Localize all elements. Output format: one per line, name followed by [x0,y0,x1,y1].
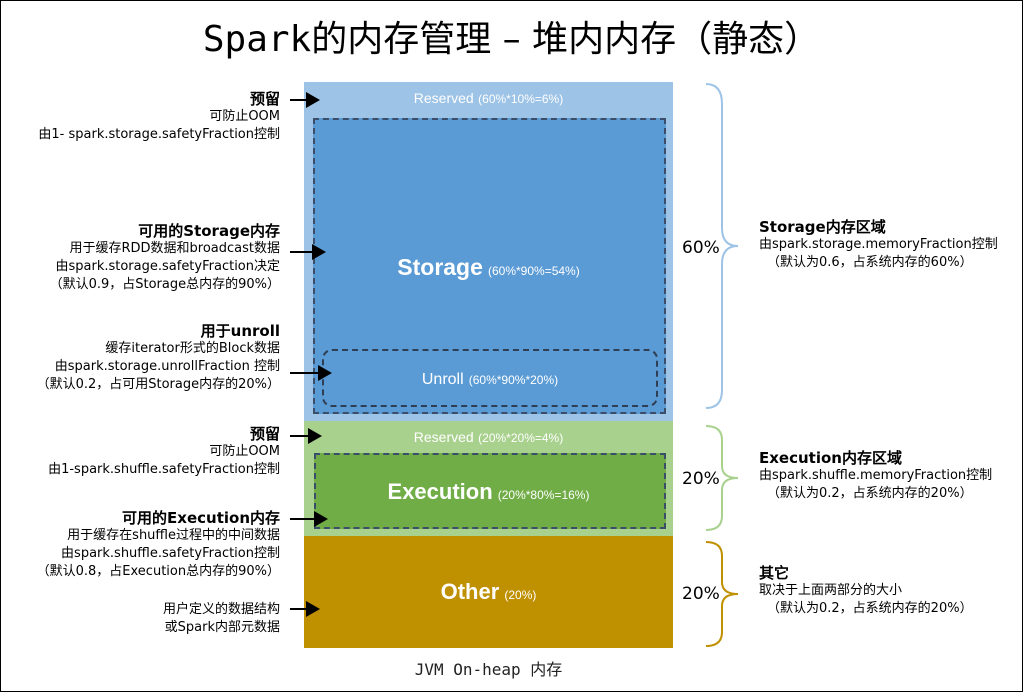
execution-reserved-annotation: 预留 可防止OOM 由1-spark.shuffle.safetyFractio… [48,425,280,479]
other-region-annotation-head: 其它 [759,564,790,582]
execution-region-annotation-line1: 由spark.shuffle.memoryFraction控制 [759,468,993,483]
execution-label: Execution (20%*80%=16%) [304,479,673,505]
footer-caption: JVM On-heap 内存 [414,660,563,679]
other-annotation-line2: 或Spark内部元数据 [164,620,280,635]
unroll-label: Unroll (60%*90%*20%) [322,369,658,389]
other-percentage: 20% [682,584,720,604]
storage-region-annotation: Storage内存区域 由spark.storage.memoryFractio… [759,218,998,272]
storage-usable-annotation-line2: 由spark.storage.safetyFraction决定 [55,259,280,274]
unroll-name: Unroll [421,371,464,388]
execution-reserved-label: Reserved (20%*20%=4%) [304,429,673,446]
other-name: Other [440,579,500,604]
other-region-block [304,536,673,648]
unroll-annotation-head: 用于unroll [200,322,280,340]
other-label: Other (20%) [304,579,673,605]
other-annotation-line1: 用户定义的数据结构 [162,602,280,617]
other-region-annotation-line2: （默认为0.2，占系统内存的20%） [767,601,973,616]
brace-execution [705,425,739,531]
other-region-annotation-line1: 取决于上面两部分的大小 [759,583,903,598]
storage-label: Storage (60%*90%=54%) [304,254,673,281]
storage-reserved-name: Reserved [413,90,474,106]
storage-percentage: 60% [682,238,720,258]
execution-usable-annotation-head: 可用的Execution内存 [122,509,280,527]
storage-reserved-annotation-head: 预留 [249,90,280,108]
execution-usable-annotation-line1: 用于缓存在shuffle过程中的中间数据 [67,528,280,543]
storage-reserved-label: Reserved (60%*10%=6%) [304,90,673,107]
storage-usable-block [313,118,666,414]
storage-formula: (60%*90%=54%) [488,264,580,278]
storage-region-annotation-line2: （默认为0.6，占系统内存的60%） [767,255,973,270]
execution-reserved-formula: (20%*20%=4%) [478,431,564,445]
storage-usable-annotation: 可用的Storage内存 用于缓存RDD数据和broadcast数据 由spar… [50,222,280,294]
storage-region-annotation-head: Storage内存区域 [759,218,886,236]
storage-usable-annotation-head: 可用的Storage内存 [138,222,280,240]
execution-usable-annotation: 可用的Execution内存 用于缓存在shuffle过程中的中间数据 由spa… [37,509,280,581]
brace-other [705,541,739,647]
other-formula: (20%) [504,588,537,602]
storage-usable-annotation-line1: 用于缓存RDD数据和broadcast数据 [69,241,280,256]
other-annotation: 用户定义的数据结构 或Spark内部元数据 [163,601,280,637]
execution-name: Execution [387,479,493,504]
unroll-annotation-line1: 缓存iterator形式的Block数据 [105,341,280,356]
title-rest: 的内存管理 – 堆内内存（静态） [311,19,821,60]
title-spark: Spark [202,19,312,60]
execution-reserved-annotation-line2: 由1-spark.shuffle.safetyFraction控制 [48,462,280,477]
slide-title: Spark的内存管理 – 堆内内存（静态） [0,10,1023,62]
storage-reserved-annotation: 预留 可防止OOM 由1- spark.storage.safetyFracti… [38,90,280,144]
execution-usable-annotation-line3: （默认0.8，占Execution总内存的90%） [36,564,280,579]
storage-name: Storage [397,254,483,280]
execution-usable-annotation-line2: 由spark.shuffle.safetyFraction控制 [61,546,280,561]
unroll-annotation: 用于unroll 缓存iterator形式的Block数据 由spark.sto… [37,322,280,394]
execution-formula: (20%*80%=16%) [497,488,590,502]
execution-reserved-annotation-line1: 可防止OOM [209,444,280,459]
execution-region-annotation: Execution内存区域 由spark.shuffle.memoryFract… [759,449,992,503]
execution-percentage: 20% [682,469,720,489]
execution-usable-block [314,453,666,529]
storage-region-annotation-line1: 由spark.storage.memoryFraction控制 [759,237,998,252]
execution-reserved-name: Reserved [413,429,474,445]
unroll-annotation-line2: 由spark.storage.unrollFraction 控制 [54,359,280,374]
unroll-formula: (60%*90%*20%) [468,373,559,387]
other-region-annotation: 其它 取决于上面两部分的大小 （默认为0.2，占系统内存的20%） [759,564,973,618]
storage-reserved-annotation-line2: 由1- spark.storage.safetyFraction控制 [38,127,280,142]
execution-region-annotation-head: Execution内存区域 [759,449,902,467]
execution-region-annotation-line2: （默认为0.2，占系统内存的20%） [767,486,973,501]
storage-usable-annotation-line3: （默认0.9，占Storage总内存的90%） [49,277,280,292]
brace-storage [705,83,739,409]
storage-reserved-formula: (60%*10%=6%) [478,92,564,106]
storage-reserved-annotation-line1: 可防止OOM [209,109,280,124]
unroll-annotation-line3: （默认0.2，占可用Storage内存的20%） [36,377,280,392]
execution-reserved-annotation-head: 预留 [249,425,280,443]
